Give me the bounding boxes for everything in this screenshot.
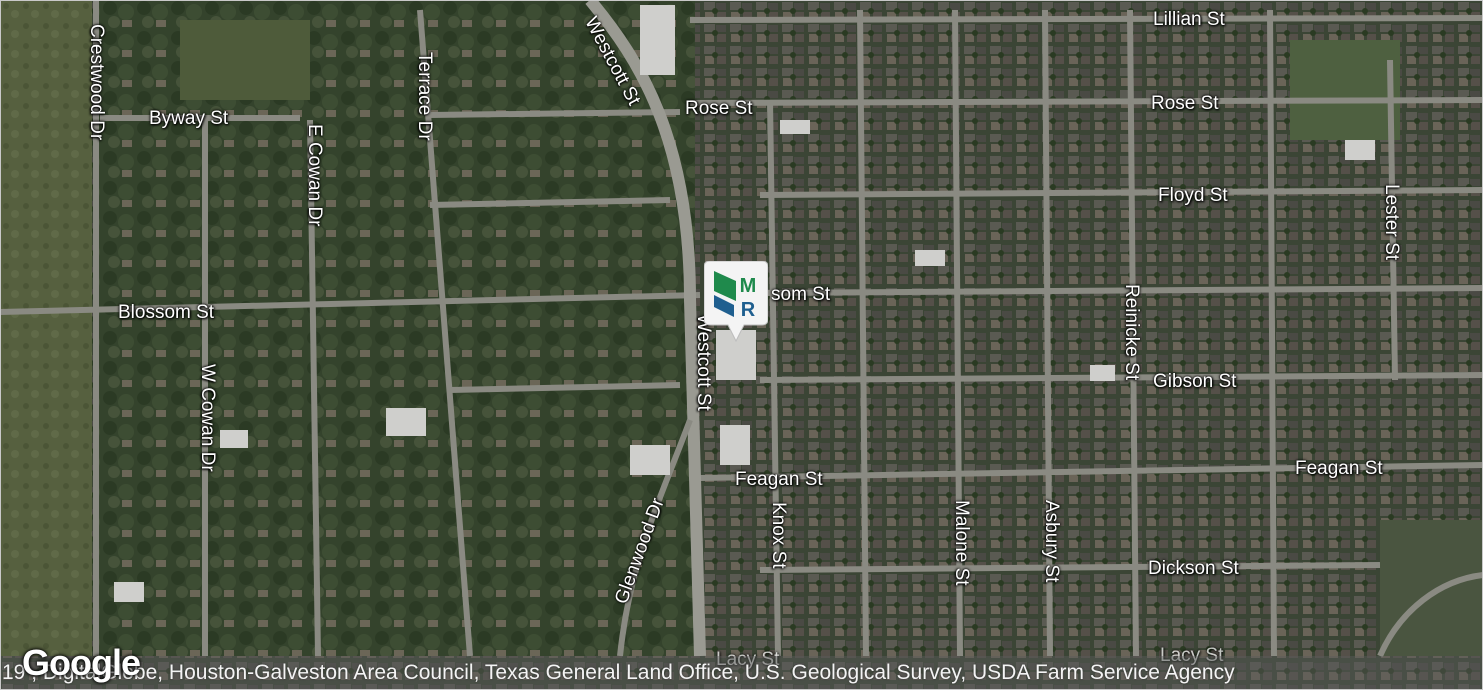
- street-label-terrace: Terrace Dr: [414, 52, 435, 141]
- street-label-lacy-left: Lacy St: [716, 649, 780, 670]
- street-label-feagan-right: Feagan St: [1295, 458, 1383, 479]
- street-label-lester: Lester St: [1381, 184, 1402, 261]
- street-label-rose-left: Rose St: [685, 98, 753, 119]
- street-label-knox: Knox St: [768, 502, 789, 569]
- street-label-w-cowan: W Cowan Dr: [197, 364, 218, 472]
- street-label-lacy-right: Lacy St: [1160, 645, 1224, 666]
- street-label-blossom-right: som St: [771, 284, 831, 305]
- street-label-blossom-left: Blossom St: [118, 302, 215, 323]
- street-label-byway: Byway St: [149, 108, 229, 129]
- marker-letter-r: R: [741, 299, 756, 321]
- google-logo[interactable]: Google: [22, 642, 141, 683]
- street-label-e-cowan: E Cowan Dr: [304, 124, 325, 227]
- attribution-text: 19 , DigitalGlobe, Houston-Galveston Are…: [2, 661, 1235, 684]
- attribution-bar: [0, 656, 1483, 690]
- street-label-reinicke: Reinicke St: [1121, 284, 1142, 381]
- street-label-malone: Malone St: [951, 500, 972, 586]
- street-label-gibson: Gibson St: [1153, 371, 1237, 392]
- street-label-asbury: Asbury St: [1041, 500, 1062, 583]
- street-label-rose-right: Rose St: [1151, 93, 1219, 114]
- marker-letter-m: M: [740, 275, 757, 297]
- street-label-lillian: Lillian St: [1153, 9, 1225, 30]
- mr-logo-icon: M R: [703, 260, 769, 343]
- street-label-floyd: Floyd St: [1158, 185, 1228, 206]
- street-label-feagan-left: Feagan St: [735, 469, 823, 490]
- location-marker[interactable]: M R: [703, 260, 769, 345]
- street-label-dickson: Dickson St: [1148, 558, 1239, 579]
- street-label-crestwood: Crestwood Dr: [86, 24, 107, 141]
